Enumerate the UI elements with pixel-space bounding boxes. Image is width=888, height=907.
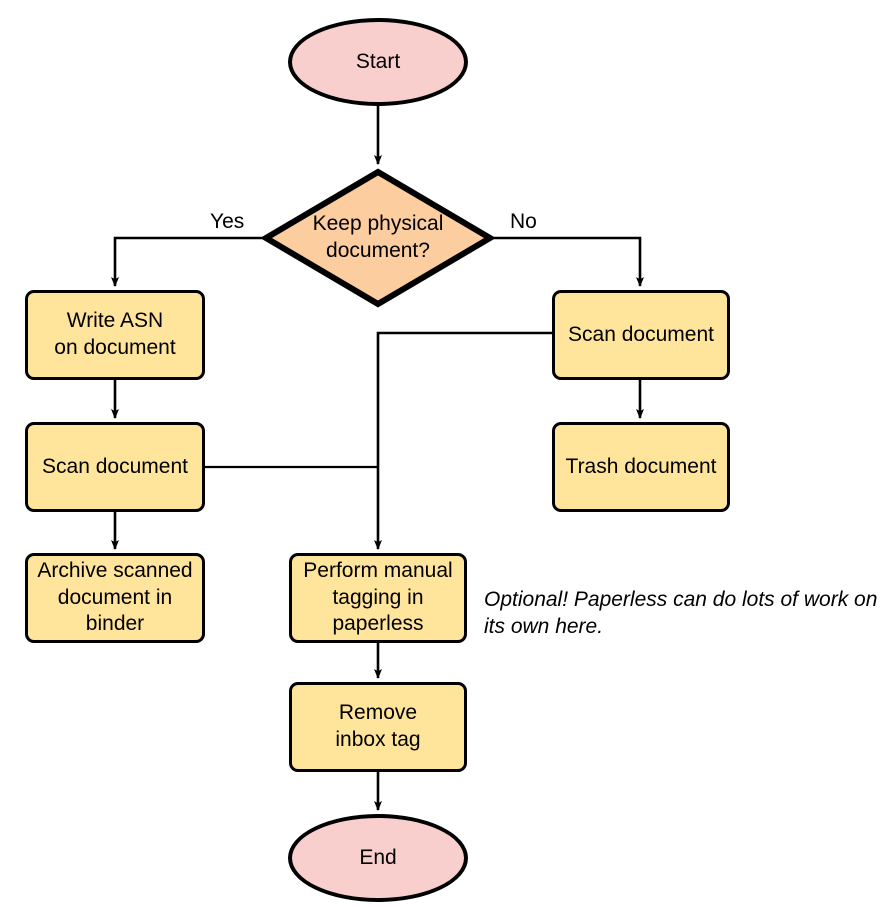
node-end[interactable]: End	[288, 814, 468, 902]
node-scan-document-left-label: Scan document	[42, 454, 188, 478]
node-trash-document[interactable]: Trash document	[552, 422, 730, 512]
node-keep-physical-document[interactable]: Keep physical document?	[262, 168, 494, 308]
node-scan-document-right[interactable]: Scan document	[552, 290, 730, 380]
node-scan-document-left[interactable]: Scan document	[25, 422, 205, 512]
node-write-asn[interactable]: Write ASN on document	[25, 290, 205, 380]
diamond-shape-icon	[262, 168, 494, 308]
node-archive-scanned-document-label: Archive scanned document in binder	[37, 558, 193, 636]
edge-label-yes: Yes	[210, 210, 245, 233]
edge-scan-right-to-tagging	[374, 331, 552, 550]
node-start[interactable]: Start	[288, 18, 468, 106]
edge-decision-to-write-asn	[111, 236, 262, 287]
edge-label-no: No	[510, 210, 537, 233]
node-scan-document-right-label: Scan document	[568, 322, 714, 346]
node-start-label: Start	[355, 49, 401, 73]
node-end-label: End	[359, 845, 397, 869]
node-perform-manual-tagging[interactable]: Perform manual tagging in paperless	[289, 553, 467, 643]
edge-decision-to-scan-right	[494, 236, 644, 287]
node-remove-inbox-tag-label: Remove inbox tag	[335, 701, 421, 751]
node-perform-manual-tagging-label: Perform manual tagging in paperless	[303, 558, 453, 636]
node-remove-inbox-tag[interactable]: Remove inbox tag	[289, 682, 467, 772]
node-write-asn-label: Write ASN on document	[54, 309, 176, 359]
node-keep-physical-document-label: Keep physical document?	[312, 212, 444, 262]
node-archive-scanned-document[interactable]: Archive scanned document in binder	[25, 553, 205, 643]
node-trash-document-label: Trash document	[565, 454, 717, 478]
optional-note: Optional! Paperless can do lots of work …	[484, 588, 878, 639]
